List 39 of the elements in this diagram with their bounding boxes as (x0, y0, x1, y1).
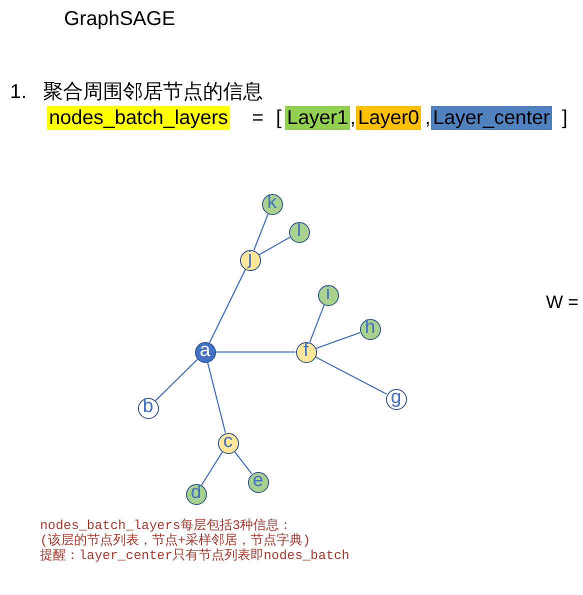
node-circle: k (262, 194, 282, 214)
node-circle: b (138, 398, 158, 418)
note-text: 提醒：layer_center只有节点列表即nodes_batch (40, 548, 350, 563)
formula-text: W = (546, 291, 579, 314)
connector-line (315, 356, 387, 395)
node-circle: d (186, 484, 206, 504)
list-number: 1. (10, 80, 27, 104)
comma: , (425, 106, 431, 130)
connector-line (207, 362, 226, 433)
equals-sign: = (252, 106, 264, 130)
node-circle: i (318, 284, 338, 306)
bracket: [ (276, 106, 282, 130)
connector-line (316, 332, 360, 350)
connector-line (309, 304, 325, 342)
heading-text: 聚合周围邻居节点的信息 (43, 80, 263, 104)
node-circle: e (248, 472, 268, 492)
note-text: (该层的节点列表，节点+采样邻居，节点字典) (40, 533, 310, 548)
node-circle: f (296, 342, 316, 362)
highlighted-text: nodes_batch_layers (47, 106, 230, 130)
connector-line (209, 269, 246, 343)
connector-line (155, 358, 198, 402)
comma: , (350, 106, 356, 130)
node-circle: h (360, 318, 380, 340)
node-circle: c (218, 432, 238, 454)
highlighted-text: Layer1 (285, 106, 350, 130)
connector-line (253, 214, 269, 250)
title: GraphSAGE (64, 7, 176, 31)
connector-line (258, 236, 290, 256)
highlighted-text: Layer0 (356, 106, 422, 130)
bracket: ] (562, 106, 568, 130)
highlighted-text: Layer_center (431, 106, 552, 130)
node-circle: a (194, 342, 216, 362)
connector-line (234, 450, 252, 474)
note-text: nodes_batch_layers每层包括3种信息： (40, 518, 292, 533)
node-circle: g (386, 388, 406, 410)
node-circle: j (240, 250, 260, 270)
connector-line (201, 452, 223, 486)
connector-line (216, 351, 296, 353)
node-circle: l (288, 222, 310, 242)
